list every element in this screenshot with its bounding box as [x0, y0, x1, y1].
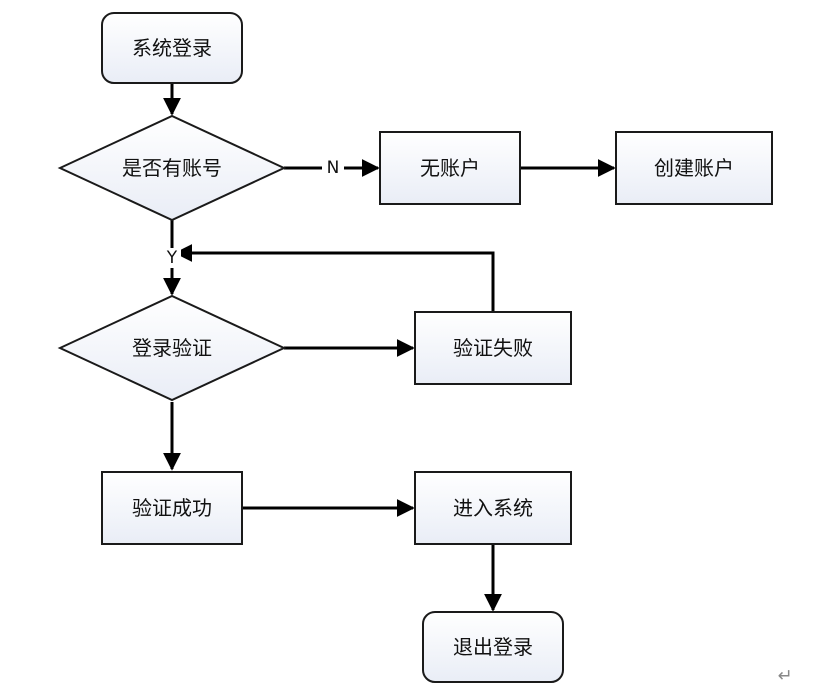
decision-has-account: 是否有账号: [57, 114, 287, 222]
node-system-login: 系统登录: [101, 12, 243, 84]
node-verify-failed-label: 验证失败: [453, 336, 533, 360]
node-logout-label: 退出登录: [453, 635, 533, 659]
node-verify-success-label: 验证成功: [132, 496, 212, 520]
edge-failed-back-to-verify: [174, 244, 495, 312]
node-system-login-label: 系统登录: [132, 36, 212, 60]
node-logout: 退出登录: [422, 611, 564, 683]
edge-label-no: N: [327, 158, 340, 178]
node-no-account-label: 无账户: [420, 156, 480, 180]
decision-login-verify-label: 登录验证: [132, 336, 212, 360]
return-mark-icon: ↵: [777, 666, 792, 687]
decision-has-account-label: 是否有账号: [122, 156, 222, 180]
node-create-account-label: 创建账户: [654, 156, 734, 180]
node-create-account: 创建账户: [615, 131, 773, 205]
edge-label-yes: Y: [166, 248, 178, 268]
node-enter-system: 进入系统: [414, 471, 572, 545]
edges: [163, 83, 616, 612]
node-enter-system-label: 进入系统: [453, 496, 533, 520]
node-verify-failed: 验证失败: [414, 311, 572, 385]
edge-labels: N Y: [163, 158, 344, 268]
node-no-account: 无账户: [379, 131, 521, 205]
decision-login-verify: 登录验证: [57, 294, 287, 402]
node-verify-success: 验证成功: [101, 471, 243, 545]
